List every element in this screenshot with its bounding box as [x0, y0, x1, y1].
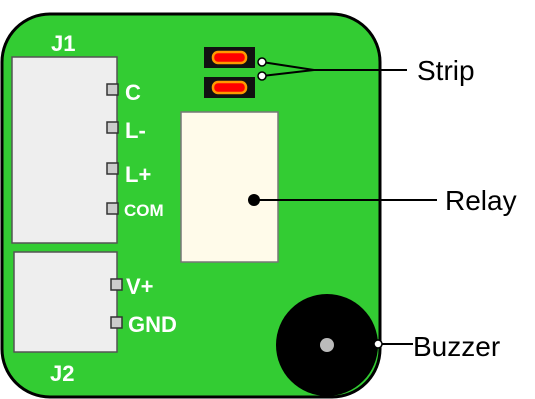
strip-callout-label: Strip [417, 55, 475, 86]
buzzer-leader-dot [373, 339, 383, 349]
relay-leader-dot [248, 194, 260, 206]
j1-label: J1 [51, 31, 75, 56]
j2-pins: V+ GND [110, 274, 177, 337]
strip-jumper-top-contact [211, 50, 248, 65]
strip-leader-line-bottom [261, 69, 315, 77]
pin-pad-v-plus [110, 278, 123, 291]
strip-leader-dot-bottom [257, 71, 267, 81]
pin-label-c: C [125, 80, 141, 105]
j2-connector [13, 251, 118, 353]
strip-leader-line-top [261, 61, 315, 71]
j1-pins: C L- L+ COM [106, 80, 164, 220]
pin-pad-l-minus [106, 121, 119, 134]
relay [180, 111, 279, 263]
pin-pad-gnd [110, 316, 123, 329]
pin-label-gnd: GND [128, 312, 177, 337]
pin-label-l-minus: L- [125, 118, 146, 143]
j2-label: J2 [50, 361, 74, 386]
relay-callout-label: Relay [445, 185, 517, 216]
pin-pad-com [106, 202, 119, 215]
buzzer-callout-label: Buzzer [413, 331, 500, 362]
strip-jumpers [204, 47, 255, 98]
strip-jumper-bottom-contact [211, 80, 248, 95]
pin-label-l-plus: L+ [125, 162, 151, 187]
pin-label-v-plus: V+ [126, 274, 154, 299]
buzzer-center [320, 338, 334, 352]
callout-lines [254, 61, 437, 345]
pin-pad-c [106, 83, 119, 96]
pin-label-com: COM [124, 201, 164, 220]
strip-leader-dot-top [257, 57, 267, 67]
j1-connector [11, 56, 118, 244]
pin-pad-l-plus [106, 162, 119, 175]
